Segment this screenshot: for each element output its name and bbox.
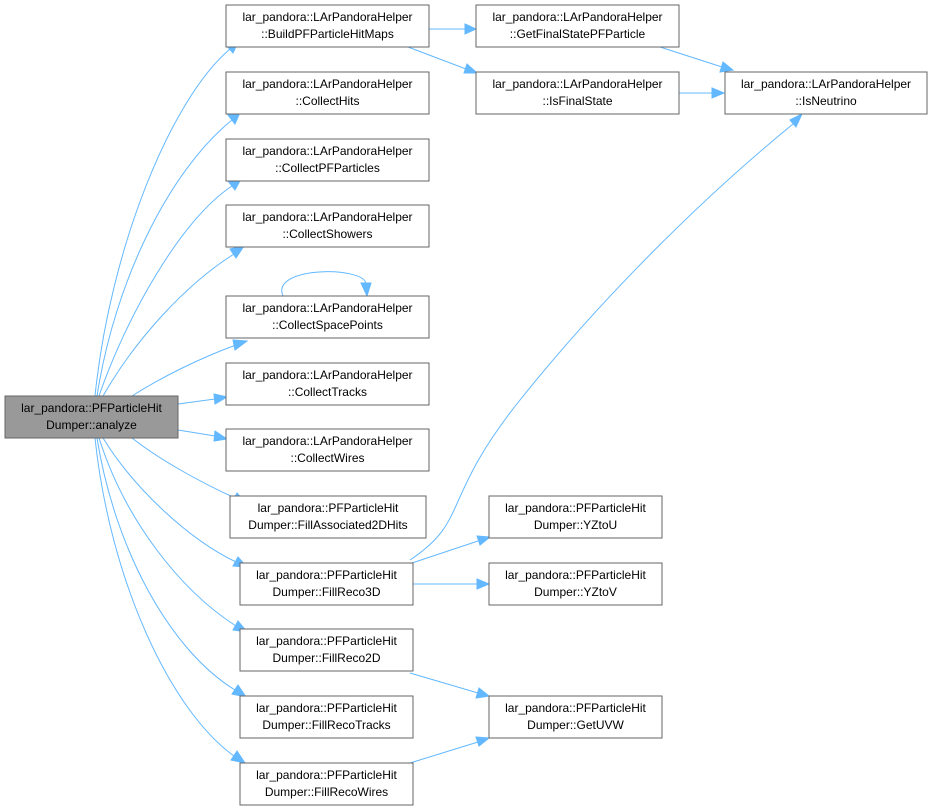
node-fill-reco-3d[interactable]: lar_pandora::PFParticleHit Dumper::FillR…: [239, 562, 414, 606]
node-isneutrino-line1: lar_pandora::LArPandoraHelper: [741, 77, 911, 91]
node-getuvw-line2: Dumper::GetUVW: [527, 718, 624, 732]
edge-buildmaps-to-getfinalstate: [429, 23, 478, 35]
node-buildmaps-line2: ::BuildPFParticleHitMaps: [261, 27, 394, 41]
node-analyze[interactable]: lar_pandora::PFParticleHit Dumper::analy…: [4, 395, 179, 439]
edge-analyze-to-collectshowers: [102, 245, 246, 397]
edge-analyze-to-fillrecowires: [94, 437, 247, 764]
node-fill-reco-2d[interactable]: lar_pandora::PFParticleHit Dumper::FillR…: [239, 628, 414, 672]
node-yztou-line1: lar_pandora::PFParticleHit: [505, 501, 646, 515]
node-isneutrino-line2: ::IsNeutrino: [795, 94, 857, 108]
edge-analyze-to-collecttracks: [177, 393, 229, 405]
edge-analyze-to-collectwires: [177, 429, 229, 442]
node-collectpfp-line1: lar_pandora::LArPandoraHelper: [242, 144, 412, 158]
node-collecthits-line2: ::CollectHits: [295, 94, 359, 108]
node-yztou-line2: Dumper::YZtoU: [534, 518, 617, 532]
node-collectwires-line2: ::CollectWires: [290, 451, 364, 465]
node-getfinalstate-line1: lar_pandora::LArPandoraHelper: [492, 10, 662, 24]
edge-analyze-to-buildmaps: [94, 36, 242, 397]
node-collectpfp-line2: ::CollectPFParticles: [275, 161, 380, 175]
node-collect-hits[interactable]: lar_pandora::LArPandoraHelper ::CollectH…: [225, 71, 430, 115]
node-get-uvw[interactable]: lar_pandora::PFParticleHit Dumper::GetUV…: [488, 695, 663, 739]
edge-analyze-to-collectpfp: [98, 176, 244, 397]
node-getfinalstate-line2: ::GetFinalStatePFParticle: [510, 27, 646, 41]
node-collect-space-points[interactable]: lar_pandora::LArPandoraHelper ::CollectS…: [225, 295, 430, 339]
nodes: lar_pandora::PFParticleHit Dumper::analy…: [4, 4, 928, 806]
node-collect-showers[interactable]: lar_pandora::LArPandoraHelper ::CollectS…: [225, 204, 430, 248]
node-collecthits-line1: lar_pandora::LArPandoraHelper: [242, 77, 412, 91]
edge-analyze-to-fillrecotracks: [96, 437, 248, 698]
edge-fillrecowires-to-getuvw: [409, 736, 491, 764]
node-build-pfparticle-hit-maps[interactable]: lar_pandora::LArPandoraHelper ::BuildPFP…: [225, 4, 430, 48]
edge-buildmaps-to-isfinalstate: [407, 46, 479, 74]
node-fillreco2d-line2: Dumper::FillReco2D: [272, 651, 380, 665]
edges: [94, 23, 804, 764]
edge-analyze-to-collectsp: [131, 339, 249, 397]
edge-fillreco3d-to-yztov: [413, 578, 491, 590]
node-collectshowers-line1: lar_pandora::LArPandoraHelper: [242, 210, 412, 224]
node-get-final-state-pfparticle[interactable]: lar_pandora::LArPandoraHelper ::GetFinal…: [475, 4, 680, 48]
edge-analyze-to-collecthits: [96, 109, 242, 397]
node-is-final-state[interactable]: lar_pandora::LArPandoraHelper ::IsFinalS…: [475, 71, 680, 115]
node-isfinalstate-line2: ::IsFinalState: [542, 94, 612, 108]
node-fillrecowires-line2: Dumper::FillRecoWires: [265, 785, 388, 799]
node-yztov-line2: Dumper::YZtoV: [534, 585, 617, 599]
node-collectshowers-line2: ::CollectShowers: [282, 227, 372, 241]
edge-analyze-to-fillreco2d: [98, 437, 249, 633]
node-collectsp-line1: lar_pandora::LArPandoraHelper: [242, 301, 412, 315]
edge-fillreco3d-to-isneutrino: [409, 112, 804, 561]
node-fillreco2d-line1: lar_pandora::PFParticleHit: [256, 634, 397, 648]
edge-analyze-to-fillreco3d: [102, 437, 249, 568]
node-analyze-line2: Dumper::analyze: [46, 418, 137, 432]
node-collecttracks-line1: lar_pandora::LArPandoraHelper: [242, 368, 412, 382]
node-fillrecotracks-line1: lar_pandora::PFParticleHit: [256, 701, 397, 715]
node-collecttracks-line2: ::CollectTracks: [288, 385, 367, 399]
edge-isfinalstate-to-isneutrino: [679, 87, 726, 99]
node-fill-reco-tracks[interactable]: lar_pandora::PFParticleHit Dumper::FillR…: [239, 695, 414, 739]
node-analyze-line1: lar_pandora::PFParticleHit: [21, 401, 162, 415]
node-collect-wires[interactable]: lar_pandora::LArPandoraHelper ::CollectW…: [225, 428, 430, 472]
node-fill-associated-2d-hits[interactable]: lar_pandora::PFParticleHit Dumper::FillA…: [229, 495, 427, 539]
node-collect-tracks[interactable]: lar_pandora::LArPandoraHelper ::CollectT…: [225, 362, 430, 406]
node-isfinalstate-line1: lar_pandora::LArPandoraHelper: [492, 77, 662, 91]
node-yztov-line1: lar_pandora::PFParticleHit: [505, 568, 646, 582]
node-fill-reco-wires[interactable]: lar_pandora::PFParticleHit Dumper::FillR…: [239, 762, 414, 806]
node-collect-pfparticles[interactable]: lar_pandora::LArPandoraHelper ::CollectP…: [225, 138, 430, 182]
node-yz-to-v[interactable]: lar_pandora::PFParticleHit Dumper::YZtoV: [488, 562, 663, 606]
edge-collectsp-self-loop: [281, 271, 372, 298]
node-buildmaps-line1: lar_pandora::LArPandoraHelper: [242, 10, 412, 24]
node-fillrecowires-line1: lar_pandora::PFParticleHit: [256, 768, 397, 782]
edge-fillreco3d-to-yztou: [411, 535, 492, 564]
node-collectsp-line2: ::CollectSpacePoints: [272, 318, 383, 332]
node-is-neutrino[interactable]: lar_pandora::LArPandoraHelper ::IsNeutri…: [724, 71, 928, 115]
edge-fillreco2d-to-getuvw: [409, 672, 491, 699]
node-fillassoc-line2: Dumper::FillAssociated2DHits: [248, 518, 407, 532]
node-yz-to-u[interactable]: lar_pandora::PFParticleHit Dumper::YZtoU: [488, 495, 663, 539]
node-fillassoc-line1: lar_pandora::PFParticleHit: [258, 501, 399, 515]
node-fillreco3d-line2: Dumper::FillReco3D: [272, 585, 380, 599]
node-fillrecotracks-line2: Dumper::FillRecoTracks: [262, 718, 390, 732]
edge-getfinalstate-to-isneutrino: [659, 46, 735, 73]
node-collectwires-line1: lar_pandora::LArPandoraHelper: [242, 434, 412, 448]
node-fillreco3d-line1: lar_pandora::PFParticleHit: [256, 568, 397, 582]
node-getuvw-line1: lar_pandora::PFParticleHit: [505, 701, 646, 715]
